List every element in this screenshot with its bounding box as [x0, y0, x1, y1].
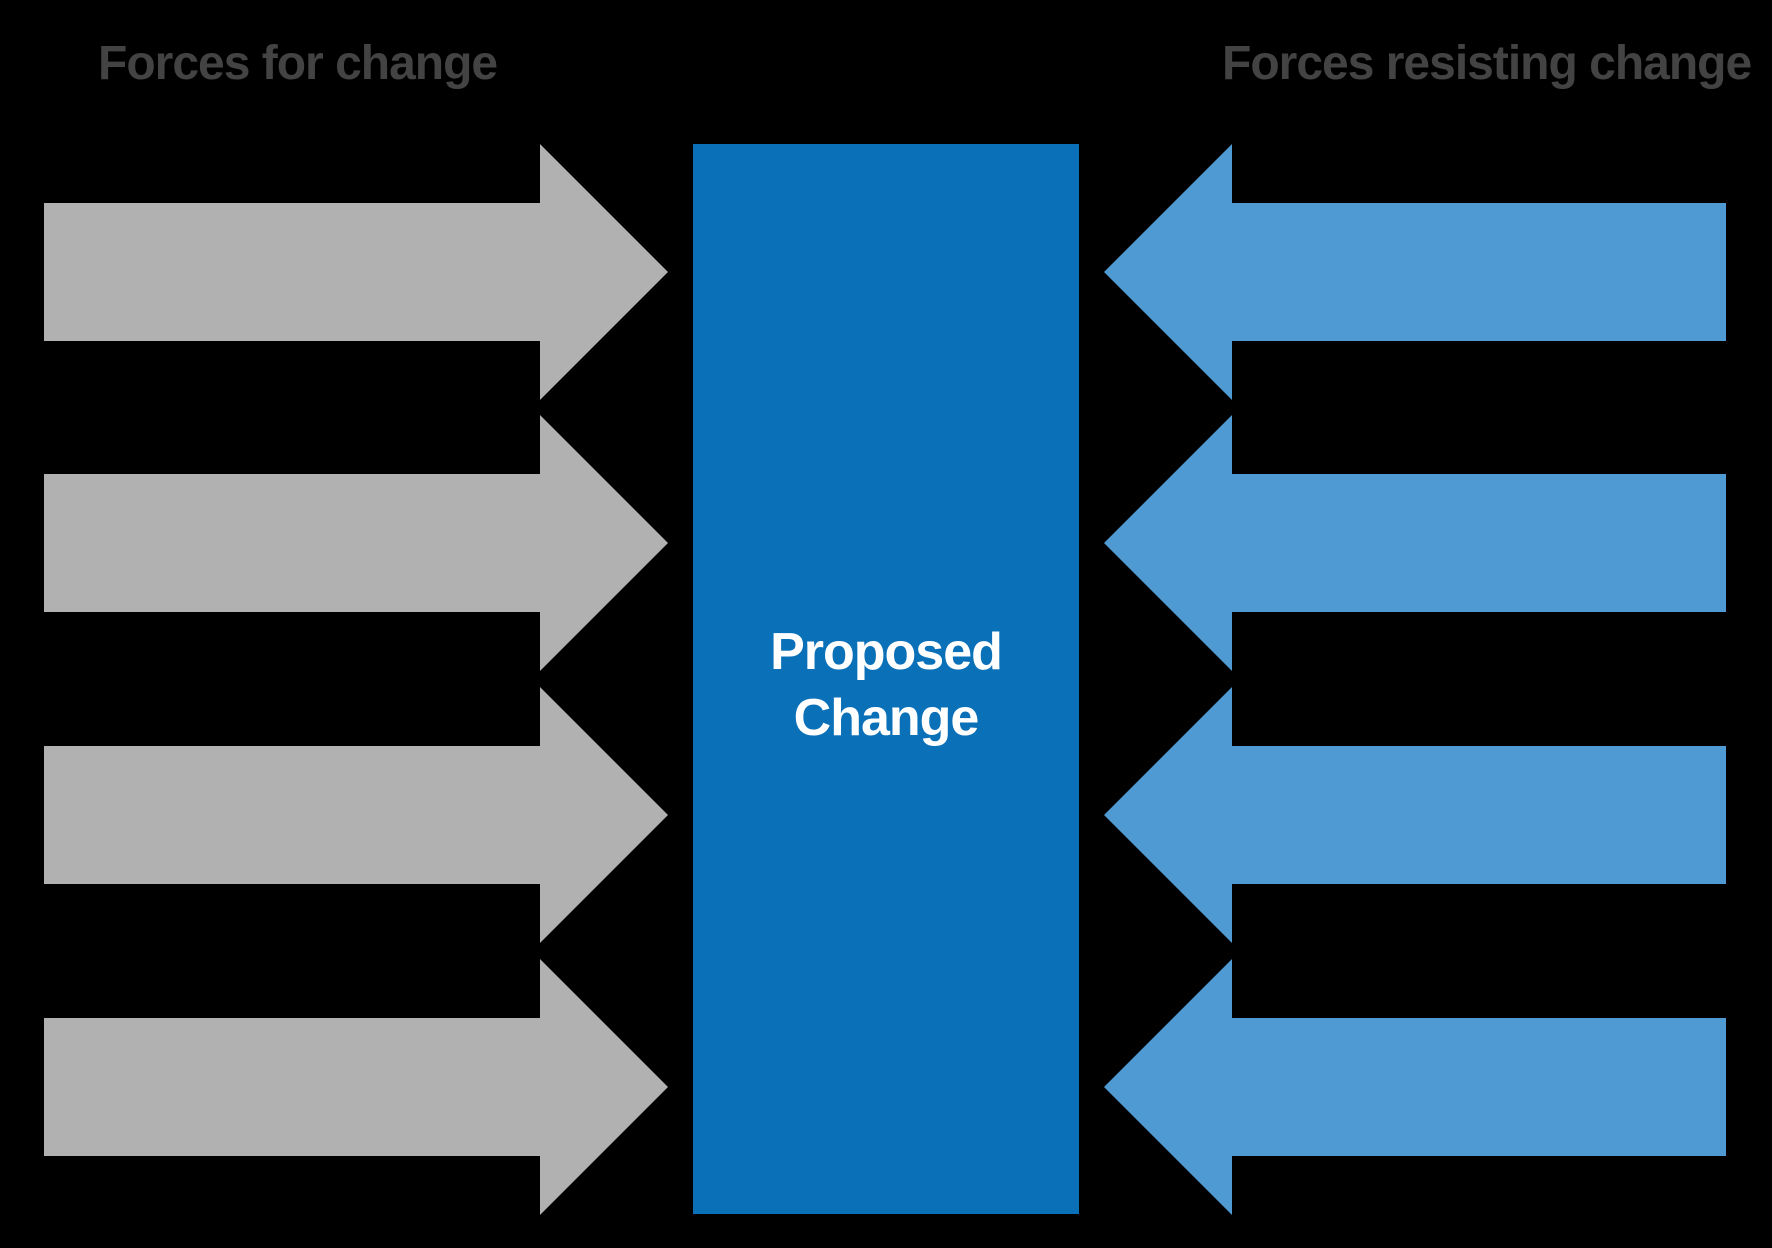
proposed-change-box: Proposed Change — [693, 144, 1079, 1214]
resisting-forces-title: Forces resisting change — [1222, 37, 1752, 90]
proposed-change-label: Proposed Change — [770, 607, 1003, 751]
resisting-force-arrow-4 — [1104, 959, 1726, 1215]
resisting-force-arrow-1 — [1104, 144, 1726, 400]
driving-force-arrow-1 — [44, 144, 668, 400]
driving-force-arrow-2 — [44, 415, 668, 671]
driving-force-arrow-4 — [44, 959, 668, 1215]
proposed-change-line1: Proposed — [770, 623, 1003, 681]
resisting-force-arrow-2 — [1104, 415, 1726, 671]
driving-forces-title: Forces for change — [98, 37, 498, 90]
proposed-change-line2: Change — [793, 689, 980, 747]
driving-force-arrow-3 — [44, 687, 668, 943]
resisting-force-arrow-3 — [1104, 687, 1726, 943]
